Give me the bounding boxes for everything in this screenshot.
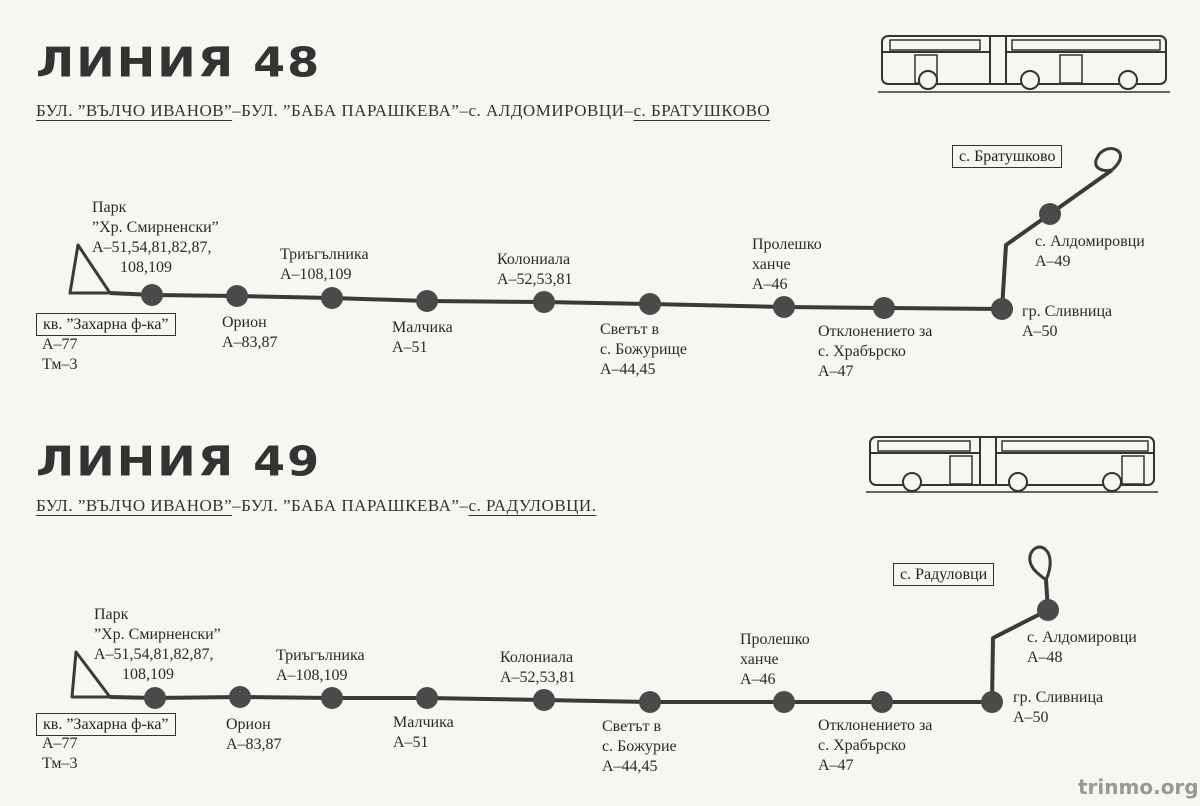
line49-route-description: БУЛ. ”ВЪЛЧО ИВАНОВ”–БУЛ. ”БАБА ПАРАШКЕВА… bbox=[36, 496, 596, 516]
line48-route-description: БУЛ. ”ВЪЛЧО ИВАНОВ”–БУЛ. ”БАБА ПАРАШКЕВА… bbox=[36, 101, 770, 121]
stop-label-slivnitsa: гр. Сливница А–50 bbox=[1022, 303, 1113, 340]
stop-label-malchika: Малчика А–51 bbox=[392, 319, 453, 356]
stop-label-aldomirovtsi: с. Алдомировци А–48 bbox=[1027, 629, 1137, 666]
line49-title: ЛИНИЯ 49 bbox=[36, 437, 322, 486]
stop-marker bbox=[871, 691, 893, 713]
stop-label-orion: Орион А–83,87 bbox=[222, 314, 278, 351]
stop-marker bbox=[141, 284, 163, 306]
stop-marker bbox=[1039, 203, 1061, 225]
start-terminus: кв. ”Захарна ф-ка” bbox=[36, 313, 176, 336]
stop-marker bbox=[416, 290, 438, 312]
line49-stop-markers bbox=[144, 599, 1059, 713]
stop-label-otklonenieto: Отклонението за с. Храбърско А–47 bbox=[818, 323, 933, 380]
stop-label-slivnitsa: гр. Сливница А–50 bbox=[1013, 689, 1104, 726]
stop-label-triagalnika: Триъгълника А–108,109 bbox=[276, 647, 365, 684]
stop-marker bbox=[416, 687, 438, 709]
route-segment: БУЛ. ”ВЪЛЧО ИВАНОВ” bbox=[36, 101, 233, 120]
stop-marker bbox=[773, 296, 795, 318]
bus-illustration bbox=[866, 436, 1158, 493]
stop-label-proleshko: Пролешко ханче А–46 bbox=[752, 236, 822, 293]
watermark: trinmo.org bbox=[1078, 775, 1199, 799]
stop-label-malchika: Малчика А–51 bbox=[393, 714, 454, 751]
route-segment: –БУЛ. ”БАБА ПАРАШКЕВА”–с. АЛДОМИРОВЦИ– bbox=[232, 101, 634, 120]
stop-marker bbox=[229, 686, 251, 708]
route-segment: с. РАДУЛОВЦИ. bbox=[468, 496, 597, 515]
stop-label-kolonialа: Колониала А–52,53,81 bbox=[497, 251, 573, 288]
stop-label-proleshko: Пролешко ханче А–46 bbox=[740, 631, 810, 688]
line48-stop-markers bbox=[141, 203, 1061, 320]
bus-illustration bbox=[878, 35, 1170, 93]
line48-title: ЛИНИЯ 48 bbox=[36, 38, 322, 87]
stop-marker bbox=[321, 287, 343, 309]
stop-marker bbox=[981, 691, 1003, 713]
stop-label-park: Парк ”Хр. Смирненски” А–51,54,81,82,87, … bbox=[92, 199, 219, 276]
start-terminus-transit: А–77 Тм–3 bbox=[42, 735, 78, 772]
stop-marker bbox=[533, 689, 555, 711]
stop-marker bbox=[991, 298, 1013, 320]
stop-label-kolonialа: Колониала А–52,53,81 bbox=[500, 649, 576, 686]
line48-route-line bbox=[68, 147, 1122, 311]
stop-marker bbox=[321, 687, 343, 709]
stop-marker bbox=[639, 293, 661, 315]
stop-label-svetat: Светът в с. Божурище А–44,45 bbox=[600, 321, 687, 378]
stop-label-otklonenieto: Отклонението за с. Храбърско А–47 bbox=[818, 717, 933, 774]
start-terminus-transit: А–77 Тм–3 bbox=[42, 336, 78, 373]
stop-marker bbox=[773, 691, 795, 713]
route-segment: –БУЛ. ”БАБА ПАРАШКЕВА”– bbox=[232, 496, 469, 515]
stop-marker bbox=[873, 297, 895, 319]
stop-label-triagalnika: Триъгълника А–108,109 bbox=[280, 246, 369, 283]
stop-marker bbox=[144, 687, 166, 709]
stop-label-aldomirovtsi: с. Алдомировци А–49 bbox=[1035, 233, 1145, 270]
stop-marker bbox=[533, 291, 555, 313]
route-segment: БУЛ. ”ВЪЛЧО ИВАНОВ” bbox=[36, 496, 233, 515]
stop-marker bbox=[639, 691, 661, 713]
stop-label-park: Парк ”Хр. Смирненски” А–51,54,81,82,87, … bbox=[94, 606, 221, 683]
end-terminus: с. Братушково bbox=[952, 145, 1063, 168]
stop-label-orion: Орион А–83,87 bbox=[226, 716, 282, 753]
stop-marker bbox=[1037, 599, 1059, 621]
start-terminus: кв. ”Захарна ф-ка” bbox=[36, 713, 176, 736]
route-segment: с. БРАТУШКОВО bbox=[633, 101, 771, 120]
end-terminus: с. Радуловци bbox=[893, 563, 995, 586]
stop-label-svetat: Светът в с. Божурие А–44,45 bbox=[602, 718, 677, 775]
stop-marker bbox=[226, 285, 248, 307]
